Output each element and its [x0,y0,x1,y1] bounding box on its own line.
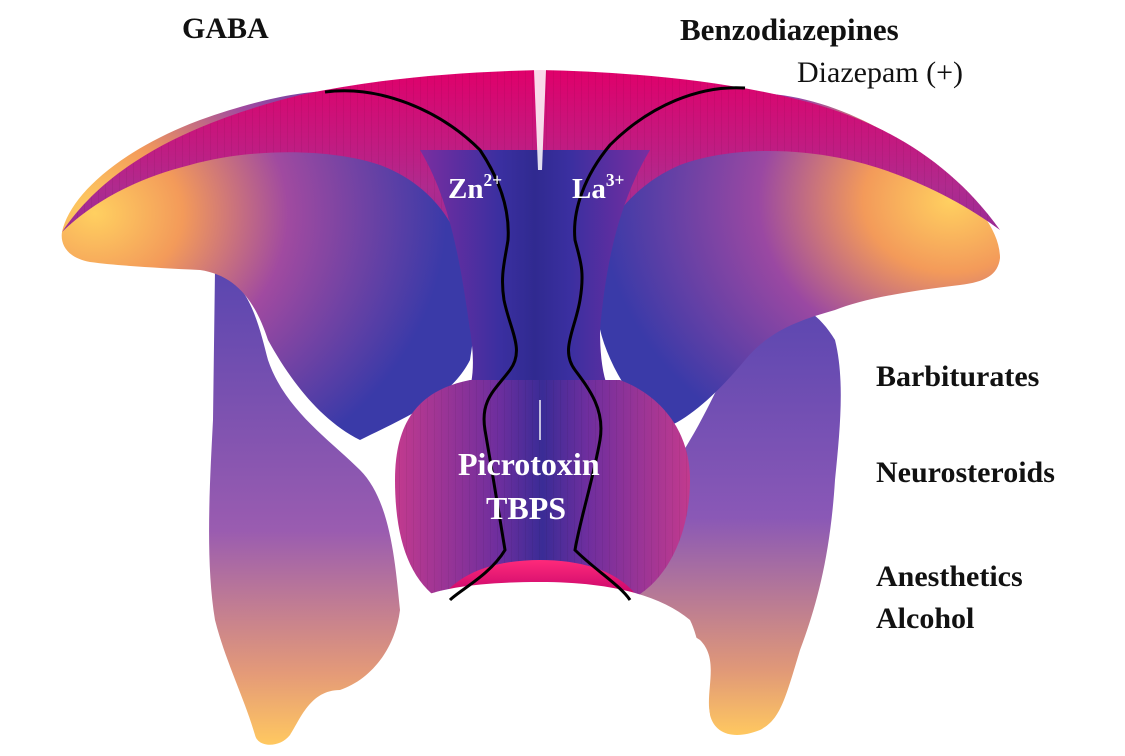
tbps-label: TBPS [486,492,566,524]
picrotoxin-label: Picrotoxin [458,448,600,480]
lanthanum-charge: 3+ [606,170,625,190]
lanthanum-symbol: La [572,173,606,205]
zinc-ion-label: Zn2+ [448,175,502,204]
anesthetics-label: Anesthetics [876,562,1023,592]
diazepam-label: Diazepam (+) [797,58,963,88]
neurosteroids-label: Neurosteroids [876,458,1055,488]
lanthanum-ion-label: La3+ [572,175,624,204]
gaba-label: GABA [182,14,269,44]
barbiturates-label: Barbiturates [876,362,1039,392]
alcohol-label: Alcohol [876,604,974,634]
benzodiazepines-label: Benzodiazepines [680,14,899,45]
zinc-symbol: Zn [448,173,483,205]
zinc-charge: 2+ [483,170,502,190]
